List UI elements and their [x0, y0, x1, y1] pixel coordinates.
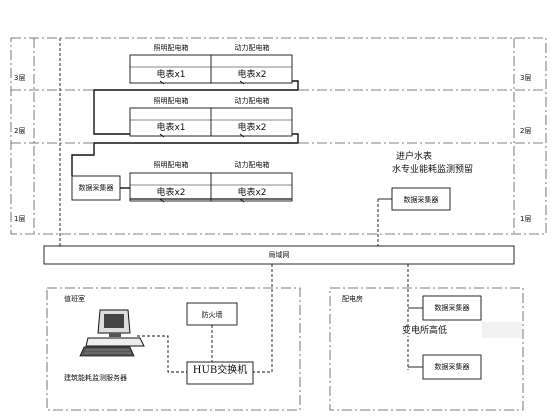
- floor2-meter-power: 电表x2: [237, 123, 267, 133]
- computer-icon: [79, 309, 145, 357]
- watermark-smudge: [482, 322, 522, 338]
- lan-label: 局域网: [268, 251, 290, 259]
- firewall-label: 防火墙: [201, 311, 223, 319]
- floor-label-3-right: 3层: [520, 74, 532, 82]
- floor3-meter-power: 电表x2: [237, 70, 267, 80]
- floor2-power-panel-label: 动力配电箱: [234, 97, 270, 105]
- floor2-meter-lighting: 电表x1: [156, 123, 186, 133]
- building-frame: [10, 37, 547, 235]
- floor-label-1-right: 1层: [520, 215, 532, 223]
- floor3-power-panel-label: 动力配电箱: [234, 44, 270, 52]
- floor1-lighting-panel-label: 照明配电箱: [153, 161, 189, 169]
- power-room-frame: [329, 287, 524, 411]
- floor1-collector-box: [71, 175, 121, 201]
- duty-room-frame: [46, 287, 301, 411]
- water-meter-label: 进户水表: [396, 152, 433, 162]
- power-collector-b-label: 数据采集器: [434, 363, 470, 371]
- floor1-power-panel-label: 动力配电箱: [234, 161, 270, 169]
- floor-label-3-left: 3层: [14, 74, 26, 82]
- water-collector-label: 数据采集器: [403, 196, 439, 204]
- floor-label-1-left: 1层: [14, 215, 26, 223]
- floor1-collector-label: 数据采集器: [78, 184, 114, 192]
- floor2-lighting-panel-label: 照明配电箱: [153, 97, 189, 105]
- floor-label-2-left: 2层: [14, 127, 26, 135]
- floor2-panel-group: [129, 107, 293, 137]
- floor-label-2-right: 2层: [520, 127, 532, 135]
- substation-label: 变电所高低: [402, 326, 448, 336]
- floor3-meter-lighting: 电表x1: [156, 70, 186, 80]
- bus-floor3-floor2: [93, 80, 299, 135]
- power-room-title: 配电房: [342, 295, 363, 303]
- floor1-meter-power: 电表x2: [237, 188, 267, 198]
- bus-floor2-floor1: [71, 133, 299, 176]
- floor3-lighting-panel-label: 照明配电箱: [153, 44, 189, 52]
- server-label: 建筑能耗监测服务器: [64, 374, 127, 382]
- duty-room-title: 值班室: [64, 295, 85, 303]
- lan-bar: [43, 245, 515, 265]
- water-reserve-label: 水专业能耗监测预留: [392, 165, 474, 175]
- floor1-meter-lighting: 电表x2: [156, 188, 186, 198]
- power-collector-a-label: 数据采集器: [434, 304, 470, 312]
- hub-box: [186, 361, 254, 385]
- floor3-panel-group: [129, 54, 293, 84]
- hub-label: HUB交换机: [192, 365, 248, 376]
- floor1-panel-group: [129, 172, 293, 202]
